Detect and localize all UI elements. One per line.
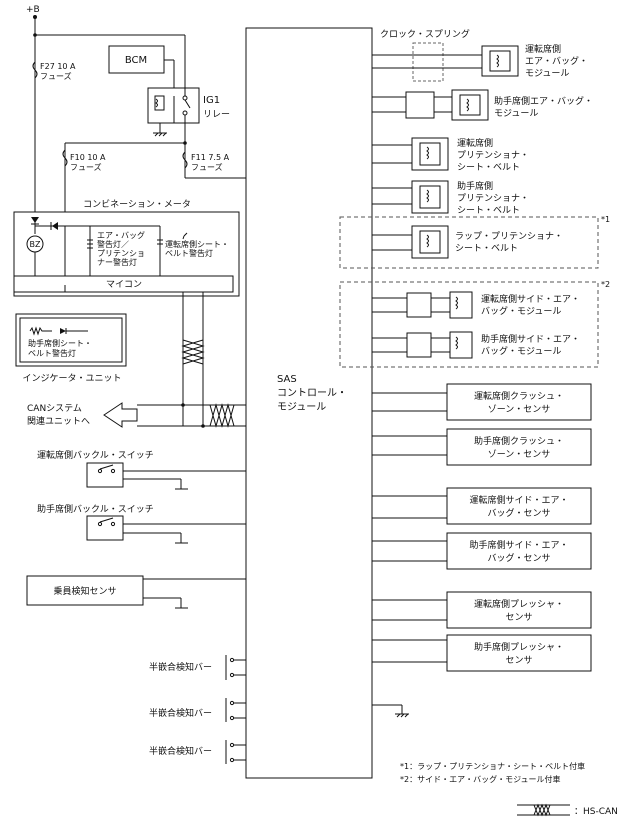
can-label-line2: 関連ユニットへ xyxy=(27,415,90,427)
driver-buckle-label: 運転席側バックル・スイッチ xyxy=(37,449,154,461)
half-fit-bars: 半嵌合検知バー 半嵌合検知バー 半嵌合検知バー xyxy=(149,655,246,764)
passenger-pret-line1: 助手席側 xyxy=(457,180,493,192)
passenger-pressure-sensor: 助手席側プレッシャ・ センサ xyxy=(446,634,592,672)
driver-pressure-sensor: 運転席側プレッシャ・ センサ xyxy=(446,591,592,629)
driver-pret-line1: 運転席側 xyxy=(457,137,493,149)
passenger-pret-line3: シート・ベルト xyxy=(457,206,520,216)
passenger-airbag-line2: モジュール xyxy=(494,109,538,119)
indicator-lamp-line2: ベルト警告灯 xyxy=(28,348,76,358)
driver-pressure-line1: 運転席側プレッシャ・ xyxy=(474,598,564,610)
sas-label-2: コントロール・ xyxy=(277,388,347,399)
mark-2: *2 xyxy=(601,280,610,289)
passenger-buckle-switch: 助手席側バックル・スイッチ xyxy=(37,503,246,544)
passenger-pretensioner: 助手席側 プリテンショナ・ シート・ベルト xyxy=(372,180,529,216)
power-supply: +B F27 10 A フューズ xyxy=(26,5,186,218)
passenger-side-airbag-line2: バッグ・モジュール xyxy=(481,345,561,357)
passenger-airbag-module: 助手席側エア・バッグ・ モジュール xyxy=(372,89,593,121)
driver-pret-line3: シート・ベルト xyxy=(457,163,520,173)
passenger-pressure-line2: センサ xyxy=(505,655,532,666)
driver-pressure-line2: センサ xyxy=(505,612,532,623)
combination-meter: コンビネーション・メータ BZ エア・バッグ 警告灯／ プリテンショ ナー警告灯… xyxy=(13,199,240,297)
passenger-pret-line2: プリテンショナ・ xyxy=(457,193,529,204)
can-label-line1: CANシステム xyxy=(27,403,82,414)
clock-spring: クロック・スプリング xyxy=(372,28,482,82)
passenger-side-sensor-line2: バッグ・センサ xyxy=(487,552,550,564)
passenger-crash-line1: 助手席側クラッシュ・ xyxy=(474,435,564,447)
passenger-crash-line2: ゾーン・センサ xyxy=(488,449,551,460)
fuse-f27-rating: F27 10 A xyxy=(40,62,76,71)
indicator-unit: 助手席側シート・ ベルト警告灯 インジケータ・ユニット xyxy=(15,313,127,384)
driver-airbag-line2: エア・バッグ・ xyxy=(525,55,588,67)
driver-pret-line2: プリテンショナ・ xyxy=(457,150,529,161)
half-fit-label-3: 半嵌合検知バー xyxy=(149,745,212,757)
driver-side-airbag-line2: バッグ・モジュール xyxy=(481,305,561,317)
bcm: BCM xyxy=(108,45,175,88)
fuses-f10-f11: F10 10 A フューズ F11 7.5 A フューズ xyxy=(62,141,246,285)
half-fit-label-2: 半嵌合検知バー xyxy=(149,707,212,719)
lap-pretensioner-group: *1 ラップ・プリテンショナ・ シート・ベルト xyxy=(339,215,610,269)
driver-airbag-line1: 運転席側 xyxy=(525,43,561,55)
driver-crash-line1: 運転席側クラッシュ・ xyxy=(474,390,564,402)
buzzer-label: BZ xyxy=(30,240,41,249)
passenger-airbag-line1: 助手席側エア・バッグ・ xyxy=(494,95,593,107)
meter-lamp2-line2: ベルト警告灯 xyxy=(165,248,213,258)
half-fit-label-1: 半嵌合検知バー xyxy=(149,661,212,673)
clock-spring-label: クロック・スプリング xyxy=(380,28,470,40)
legend-label: ：HS-CAN xyxy=(574,807,618,817)
fuse-f10-rating: F10 10 A xyxy=(70,153,106,162)
passenger-side-airbag-line1: 助手席側サイド・エア・ xyxy=(481,333,580,345)
indicator-lamp-line1: 助手席側シート・ xyxy=(28,338,92,348)
ig1-label: IG1 xyxy=(203,95,220,106)
lap-pret-line2: シート・ベルト xyxy=(455,244,518,254)
footnotes: *1：ラップ・プリテンショナ・シート・ベルト付車 *2：サイド・エア・バッグ・モ… xyxy=(400,761,585,784)
driver-side-airbag-line1: 運転席側サイド・エア・ xyxy=(481,293,580,305)
sas-control-module: SAS コントロール・ モジュール xyxy=(245,27,409,779)
occupant-sensor: 乗員検知センサ xyxy=(26,575,246,609)
meter-title: コンビネーション・メータ xyxy=(83,199,191,210)
side-airbag-group: *2 運転席側サイド・エア・ バッグ・モジュール 助手席側サイド・エア・ バッグ… xyxy=(339,280,610,368)
driver-side-airbag-sensor: 運転席側サイド・エア・ バッグ・センサ xyxy=(446,487,592,525)
occupant-sensor-label: 乗員検知センサ xyxy=(53,585,116,597)
driver-crash-sensor: 運転席側クラッシュ・ ゾーン・センサ xyxy=(446,383,592,421)
passenger-buckle-label: 助手席側バックル・スイッチ xyxy=(37,503,154,515)
lap-pret-line1: ラップ・プリテンショナ・ xyxy=(455,231,563,242)
driver-buckle-switch: 運転席側バックル・スイッチ xyxy=(37,449,246,490)
hs-can-legend: ：HS-CAN xyxy=(517,803,618,817)
driver-pretensioner: 運転席側 プリテンショナ・ シート・ベルト xyxy=(372,137,529,173)
passenger-crash-sensor: 助手席側クラッシュ・ ゾーン・センサ xyxy=(446,428,592,466)
footnote-2: *2：サイド・エア・バッグ・モジュール付車 xyxy=(400,774,561,784)
sas-label-1: SAS xyxy=(277,374,297,385)
sensor-lines xyxy=(372,392,447,663)
footnote-1: *1：ラップ・プリテンショナ・シート・ベルト付車 xyxy=(400,761,585,771)
meter-lamp1-line2: 警告灯／ xyxy=(97,239,129,249)
fuse-f11-label: フューズ xyxy=(191,162,223,172)
passenger-pressure-line1: 助手席側プレッシャ・ xyxy=(474,641,564,653)
bcm-label: BCM xyxy=(125,55,147,66)
meter-lamp1-line1: エア・バッグ xyxy=(97,230,145,240)
fuse-f10-label: フューズ xyxy=(70,162,102,172)
sas-label-3: モジュール xyxy=(277,402,326,413)
driver-side-sensor-line1: 運転席側サイド・エア・ xyxy=(469,494,568,506)
driver-airbag-line3: モジュール xyxy=(525,69,569,79)
hs-can-lines xyxy=(64,285,246,428)
mark-1: *1 xyxy=(601,215,610,224)
driver-airbag-module: 運転席側 エア・バッグ・ モジュール xyxy=(481,43,588,79)
ig1-relay-label: リレー xyxy=(203,110,230,120)
driver-crash-line2: ゾーン・センサ xyxy=(488,404,551,415)
b-plus-label: +B xyxy=(26,5,40,15)
micon-label: マイコン xyxy=(106,280,142,290)
can-system-arrow: CANシステム 関連ユニットへ xyxy=(27,402,138,428)
meter-lamp1-line4: ナー警告灯 xyxy=(97,257,137,267)
passenger-side-airbag-sensor: 助手席側サイド・エア・ バッグ・センサ xyxy=(446,532,592,570)
fuse-f27-label: フューズ xyxy=(40,71,72,81)
driver-side-sensor-line2: バッグ・センサ xyxy=(487,507,550,519)
ig1-relay: IG1 リレー xyxy=(147,87,230,178)
meter-lamp2-line1: 運転席側シート・ xyxy=(165,239,229,249)
fuse-f11-rating: F11 7.5 A xyxy=(191,153,230,162)
passenger-side-sensor-line1: 助手席側サイド・エア・ xyxy=(469,539,568,551)
indicator-unit-label: インジケータ・ユニット xyxy=(22,373,121,384)
meter-lamp1-line3: プリテンショ xyxy=(97,249,145,258)
